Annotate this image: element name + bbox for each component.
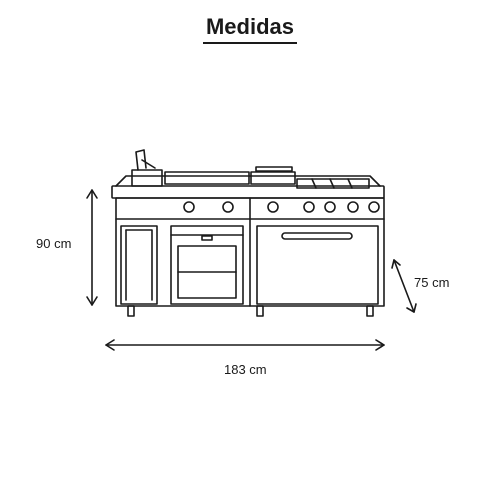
open-shelf bbox=[120, 225, 158, 305]
control-knobs bbox=[183, 201, 380, 213]
grill-plate bbox=[164, 166, 296, 185]
title-text: Medidas bbox=[202, 14, 298, 44]
small-oven bbox=[170, 225, 244, 305]
depth-label: 75 cm bbox=[414, 275, 450, 290]
width-arrow bbox=[105, 339, 385, 351]
cabinet-body bbox=[111, 175, 385, 307]
height-label: 90 cm bbox=[36, 236, 72, 251]
cooking-pot bbox=[131, 149, 163, 187]
cabinet-feet bbox=[127, 305, 374, 317]
width-label: 183 cm bbox=[224, 362, 267, 377]
large-oven bbox=[256, 225, 379, 305]
diagram-title: Medidas bbox=[0, 14, 500, 44]
burner-grates bbox=[296, 178, 370, 189]
depth-arrow bbox=[391, 259, 417, 313]
height-arrow bbox=[86, 189, 98, 306]
